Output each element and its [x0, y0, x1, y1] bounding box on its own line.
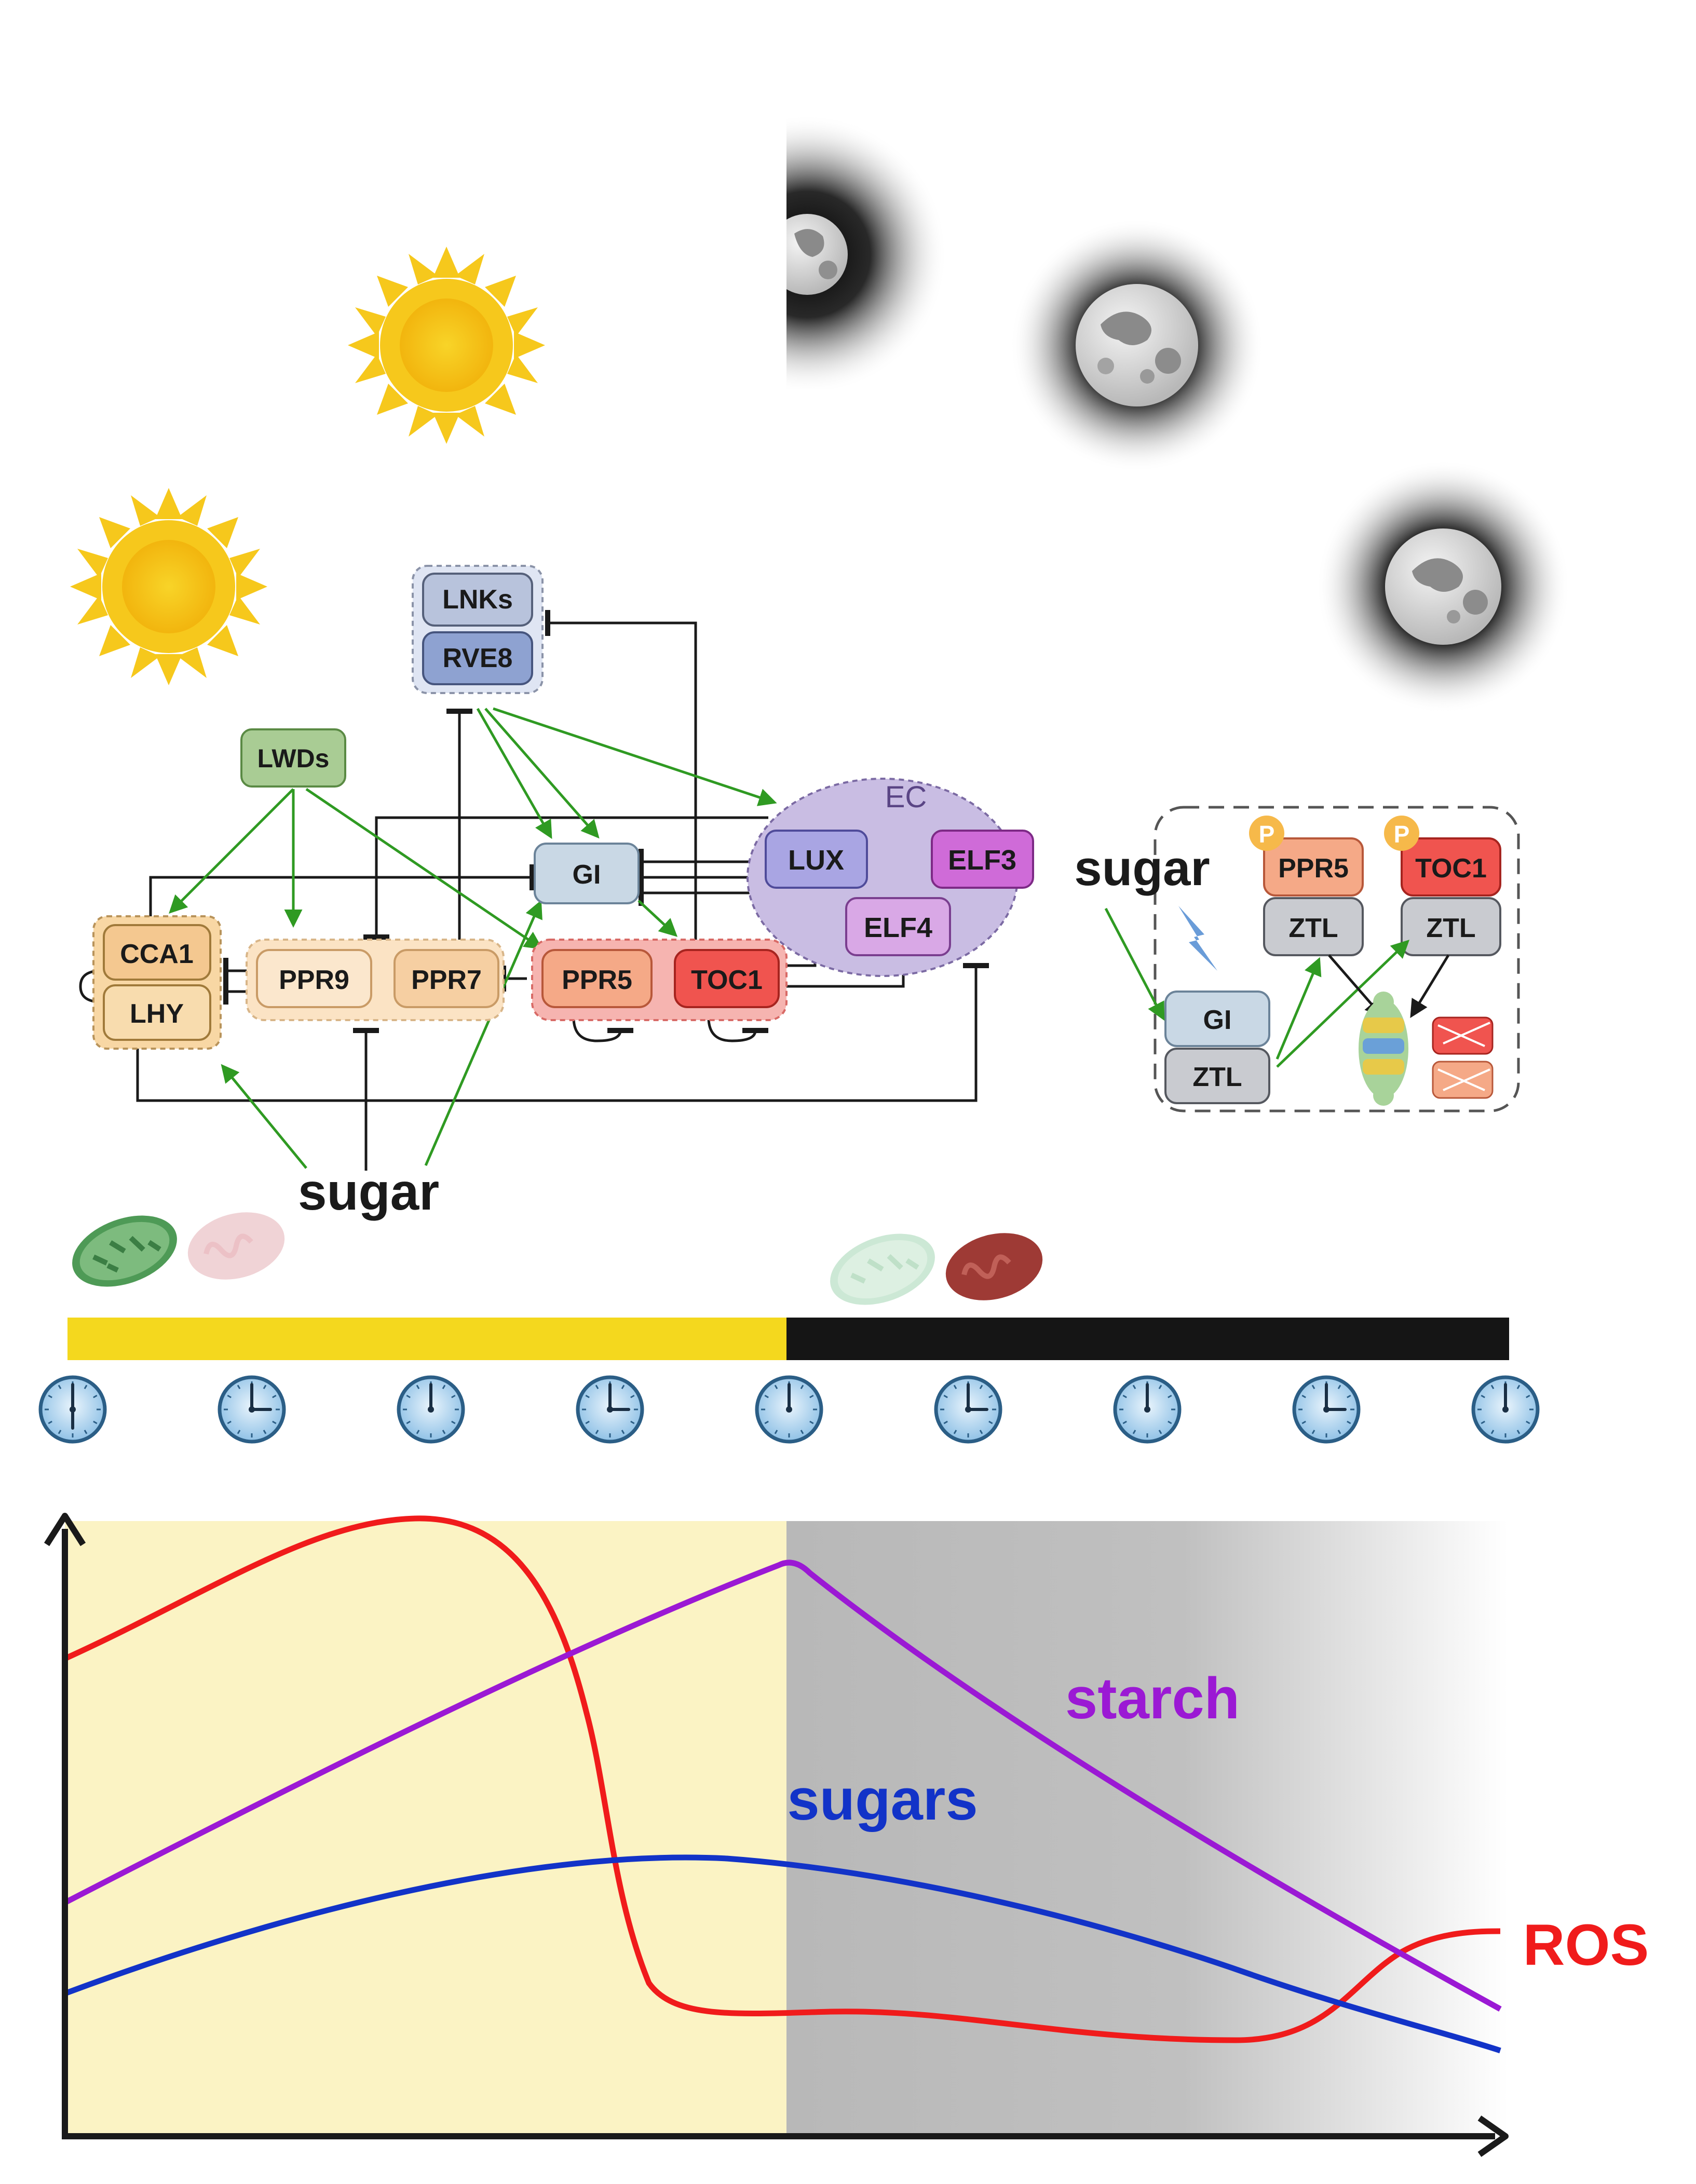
gene-ppr7: PPR7 [394, 949, 499, 1008]
inset-frame [1154, 806, 1520, 1113]
sugars-label: sugars [787, 1767, 978, 1832]
inset-label-ztl-c: ZTL [1192, 1062, 1242, 1092]
day-shading [65, 1521, 786, 2136]
clock-icon [755, 1375, 823, 1444]
organelles [72, 1212, 1043, 1305]
phospho-badge-toc1: P [1384, 816, 1419, 851]
clock-icon [1113, 1375, 1182, 1444]
x-axis-arrow [1477, 2115, 1509, 2157]
inset-gene-toc1: TOC1 [1401, 837, 1501, 897]
label-gi: GI [573, 860, 601, 890]
clock-icon [576, 1375, 644, 1444]
label-elf4: ELF4 [864, 912, 932, 943]
phospho-p-toc1: P [1394, 821, 1410, 848]
label-lwds: LWDs [257, 744, 330, 773]
inset-label-ppr5: PPR5 [1278, 853, 1349, 884]
chloroplast-icon [830, 1233, 935, 1305]
sugars-curve [64, 1854, 1501, 2054]
starch-curve [63, 1559, 1502, 2012]
gene-lwds: LWDs [240, 728, 346, 788]
sun-icon [70, 488, 267, 685]
mitochondrion-icon [945, 1233, 1043, 1300]
moon-icon [1316, 459, 1570, 714]
inset-activation-edges [1104, 907, 1410, 1068]
inset-label-toc1: TOC1 [1415, 853, 1487, 884]
degraded-protein-icon [1432, 1016, 1494, 1099]
gene-ppr9: PPR9 [256, 949, 372, 1008]
night-shading [786, 1521, 1508, 2136]
inset-gene-ztl-a: ZTL [1263, 897, 1364, 956]
gene-cca1: CCA1 [103, 924, 211, 981]
gene-elf4: ELF4 [845, 897, 951, 956]
label-ppr7: PPR7 [411, 965, 482, 995]
moon-icon [786, 114, 947, 389]
clock-icon [38, 1375, 107, 1444]
starch-label: starch [1065, 1666, 1240, 1731]
chloroplast-icon [72, 1215, 177, 1287]
label-lux: LUX [788, 845, 844, 876]
inset-gene-ppr5: PPR5 [1263, 837, 1364, 897]
clock-network: LNKs RVE8 LWDs GI EC LUX ELF3 ELF4 [79, 565, 1034, 1221]
clock-icon [218, 1375, 286, 1444]
inset-label-ztl-b: ZTL [1426, 913, 1475, 943]
night-segment [786, 1318, 1509, 1360]
clock-icon [934, 1375, 1002, 1444]
moon-icon [1010, 218, 1264, 472]
ros-label: ROS [1523, 1912, 1649, 1977]
label-ppr5: PPR5 [562, 965, 632, 995]
day-night-bar [67, 1318, 1509, 1360]
phospho-badge-ppr5: P [1249, 816, 1284, 851]
label-lhy: LHY [130, 999, 184, 1029]
ec-label: EC [885, 780, 927, 814]
day-segment [67, 1318, 786, 1360]
activation-edges [169, 707, 777, 1169]
inset-label-ztl-a: ZTL [1288, 913, 1338, 943]
inset-label-gi: GI [1203, 1005, 1232, 1035]
gene-elf3: ELF3 [931, 830, 1034, 889]
ztl-inset: sugar PPR5 TOC1 P P ZTL ZTL GI [1074, 806, 1520, 1113]
label-cca1: CCA1 [120, 939, 194, 969]
sky-icons [70, 31, 1696, 758]
inset-sugar-label: sugar [1074, 840, 1210, 896]
inset-gene-ztl-c: ZTL [1164, 1048, 1270, 1104]
phospho-p-ppr5: P [1259, 821, 1275, 848]
metabolite-plot: starch sugars ROS [44, 1513, 1649, 2157]
label-ppr9: PPR9 [279, 965, 349, 995]
clock-icon [397, 1375, 465, 1444]
proteasome-icon [1359, 992, 1408, 1106]
gene-lnks: LNKs [422, 573, 533, 627]
gene-rve8: RVE8 [422, 631, 533, 685]
label-rve8: RVE8 [443, 643, 513, 673]
gene-lux: LUX [765, 830, 868, 889]
sugar-label: sugar [298, 1163, 439, 1221]
inset-gene-gi: GI [1164, 991, 1270, 1047]
label-toc1: TOC1 [691, 965, 763, 995]
ros-curve [63, 1515, 1501, 2043]
label-lnks: LNKs [442, 585, 513, 615]
inset-gene-ztl-b: ZTL [1401, 897, 1501, 956]
gene-gi: GI [534, 843, 640, 904]
sun-icon [348, 247, 545, 444]
lightning-icon [1178, 906, 1217, 971]
clock-icon [1471, 1375, 1540, 1444]
clock-row [38, 1375, 1540, 1444]
y-axis-arrow [44, 1513, 86, 1547]
gene-toc1: TOC1 [674, 949, 780, 1008]
label-elf3: ELF3 [948, 845, 1016, 876]
gene-ppr5: PPR5 [541, 949, 653, 1008]
mitochondrion-icon [187, 1212, 285, 1280]
gene-lhy: LHY [103, 984, 211, 1041]
clock-icon [1292, 1375, 1361, 1444]
